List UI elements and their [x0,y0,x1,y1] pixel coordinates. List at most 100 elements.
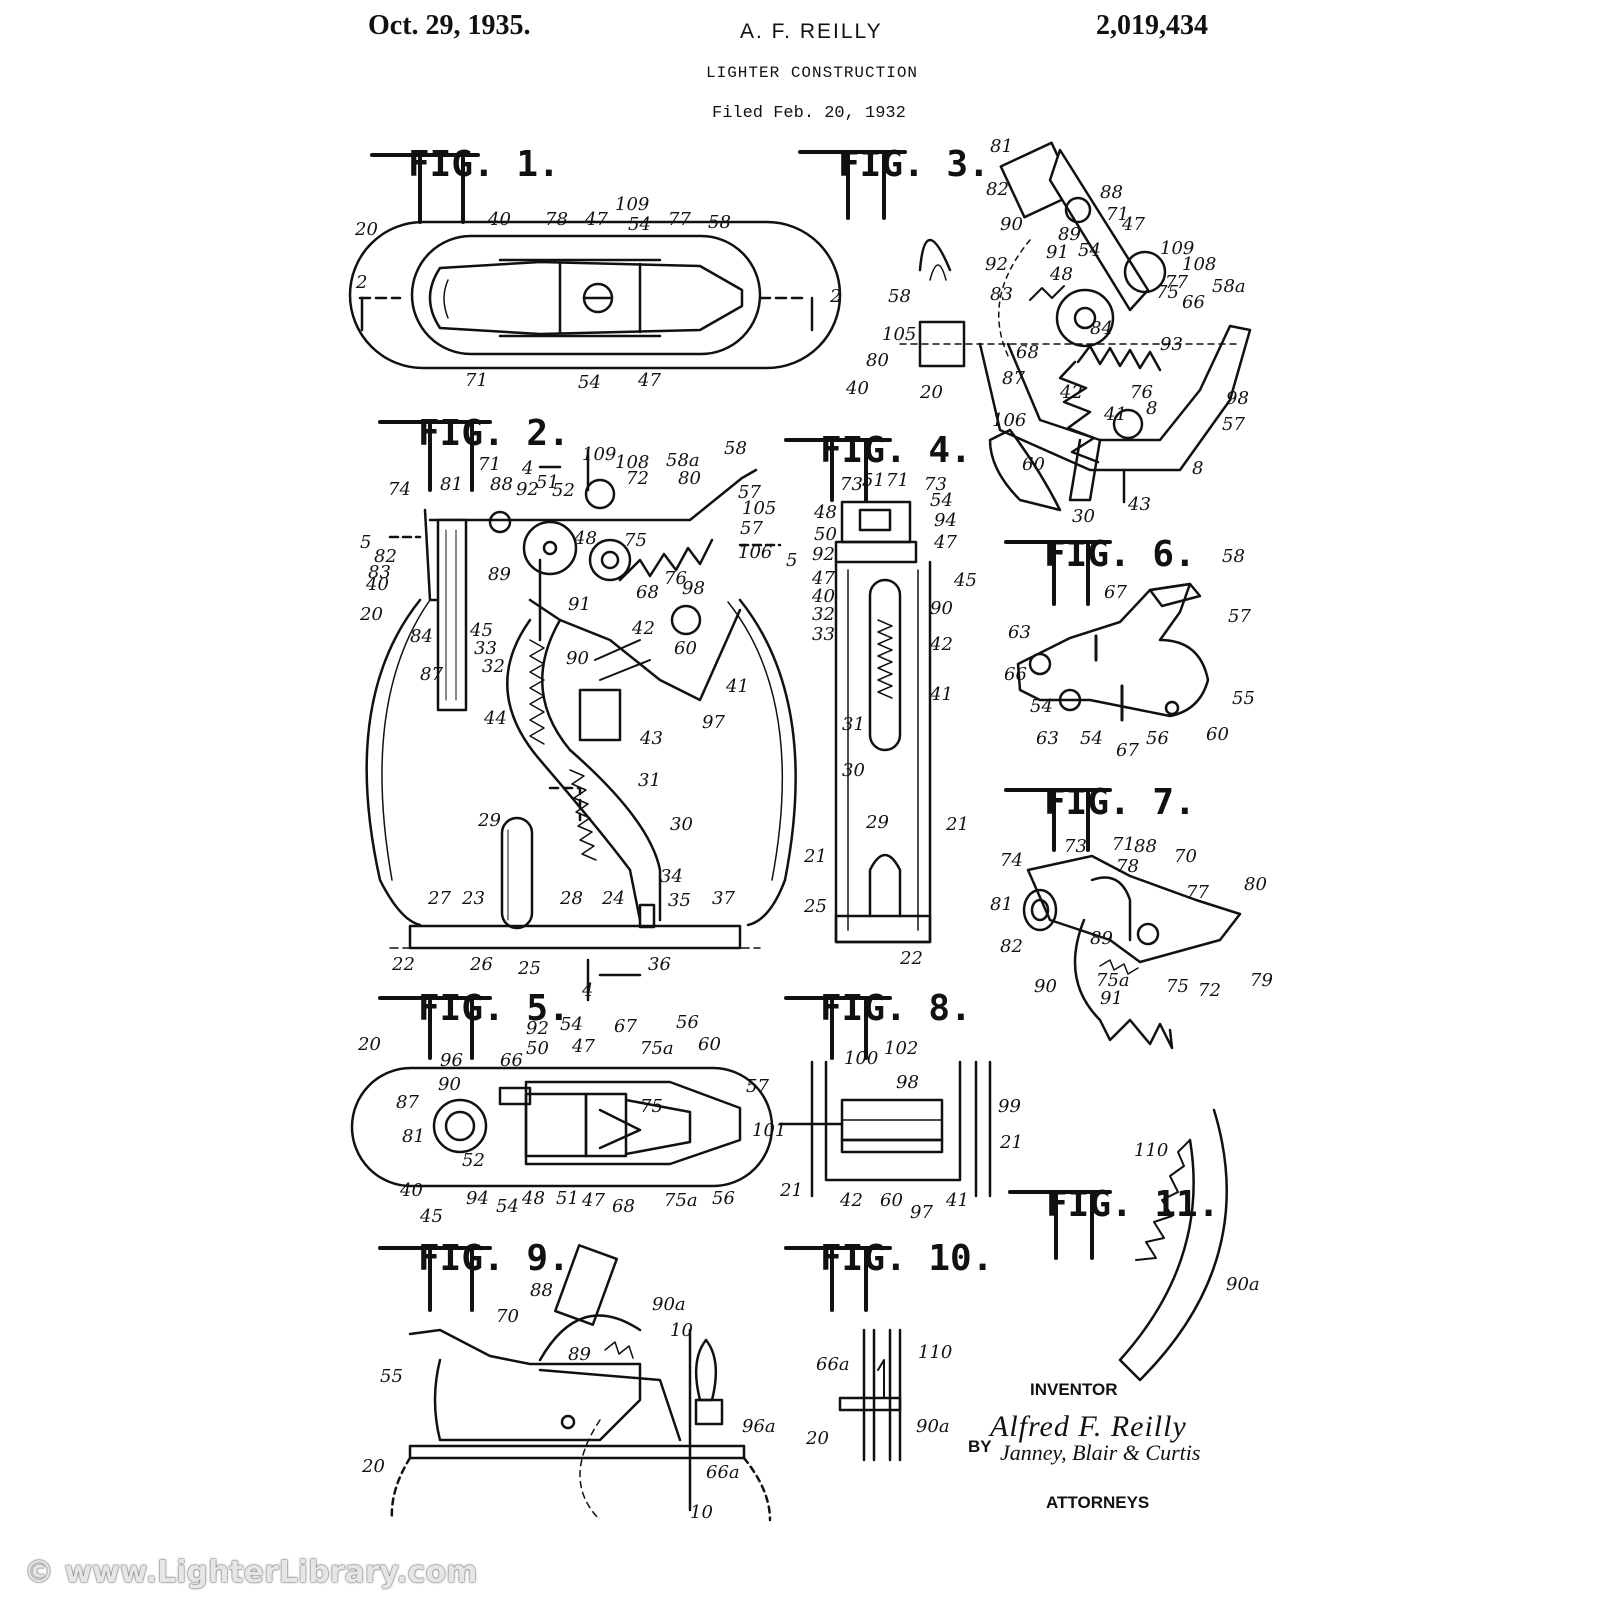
reference-numeral: 48 [573,528,597,549]
reference-numeral: 98 [896,1072,919,1093]
reference-numeral: 33 [474,638,497,659]
reference-numeral: 75 [1166,976,1189,997]
reference-numeral: 50 [814,524,837,545]
reference-numeral: 48 [521,1188,545,1209]
reference-numeral: 66a [816,1354,850,1375]
inventor-signature: Alfred F. Reilly [990,1410,1187,1443]
fig-7-refs: 73 71 88 70 74 78 77 80 81 82 89 75 72 7… [990,834,1273,1009]
reference-numeral: 58a [1212,276,1246,297]
fig-6: FIG. 6. 58 67 57 63 66 55 54 63 54 67 56… [1004,534,1255,761]
reference-numeral: 20 [359,604,383,625]
reference-numeral: 52 [552,480,575,501]
reference-numeral: 77 [1165,272,1188,293]
reference-numeral: 74 [1000,850,1023,871]
reference-numeral: 54 [496,1196,519,1217]
reference-numeral: 25 [517,958,541,979]
reference-numeral: 88 [1100,182,1123,203]
fig-4-flint [868,853,902,918]
reference-numeral: 105 [882,324,916,345]
reference-numeral: 88 [1134,836,1157,857]
fig-9: FIG. 9. 88 70 90a 89 10 55 96a 20 66a 10 [361,1238,776,1523]
reference-numeral: 72 [1198,980,1221,1001]
reference-numeral: 29 [477,810,501,831]
reference-numeral: 57 [738,482,761,503]
reference-numeral: 42 [839,1190,863,1211]
fig-5-refs: 20 96 66 92 54 50 47 67 75a 56 60 57 90 … [357,1012,786,1227]
reference-numeral: 90a [652,1294,686,1315]
fig-4-body [834,560,932,944]
fig-4-label: FIG. 4. [820,430,972,471]
fig-1-body-outline [348,220,842,370]
fig-5: FIG. 5. 20 96 66 92 54 50 47 67 75a 56 6… [350,988,786,1227]
reference-numeral: 97 [702,712,725,733]
reference-numeral: 80 [866,350,889,371]
reference-numeral: 71 [1112,834,1135,855]
reference-numeral: 40 [845,378,869,399]
reference-numeral: 60 [698,1034,721,1055]
reference-numeral: 70 [1174,846,1197,867]
reference-numeral: 88 [530,1280,553,1301]
fig-6-label: FIG. 6. [1044,534,1196,575]
reference-numeral: 60 [880,1190,903,1211]
fig-11: FIG. 11. 110 90a [1008,1108,1260,1382]
fig-9-base-plate [408,1444,746,1460]
patent-date: Oct. 29, 1935. [368,10,531,41]
reference-numeral: 5 [360,532,371,553]
reference-numeral: 81 [440,474,463,495]
reference-numeral: 63 [1036,728,1059,749]
reference-numeral: 92 [985,254,1008,275]
reference-numeral: 40 [365,574,389,595]
reference-numeral: 41 [1103,404,1127,425]
reference-numeral: 98 [1226,388,1249,409]
reference-numeral: 35 [668,890,691,911]
reference-numeral: 33 [812,624,835,645]
fig-2-shell-right [738,598,797,927]
reference-numeral: 77 [1186,882,1209,903]
reference-numeral: 43 [1127,494,1151,515]
reference-numeral: 47 [571,1036,595,1057]
fig-6-lever-assembly [1016,582,1210,718]
reference-numeral: 40 [811,586,835,607]
reference-numeral: 56 [1146,728,1169,749]
reference-numeral: 54 [1030,696,1053,717]
fig-2: FIG. 2. 74 81 [359,413,797,1002]
reference-numeral: 94 [934,510,957,531]
reference-numeral: 91 [568,594,591,615]
reference-numeral: 109 [615,194,649,215]
reference-numeral: 20 [919,382,943,403]
reference-numeral: 34 [660,866,683,887]
fig-4-tube [868,578,902,752]
reference-numeral: 56 [676,1012,699,1033]
reference-numeral: 36 [648,954,671,975]
reference-numeral: 81 [990,894,1013,915]
reference-numeral: 37 [712,888,735,909]
fig-2-pivot [588,538,632,582]
inventor-label: INVENTOR [1030,1380,1118,1399]
reference-numeral: 90 [930,598,953,619]
reference-numeral: 73 [840,474,863,495]
reference-numeral: 84 [410,626,433,647]
reference-numeral: 77 [668,209,691,230]
reference-numeral: 92 [812,544,835,565]
reference-numeral: 57 [740,518,763,539]
reference-numeral: 40 [399,1180,423,1201]
reference-numeral: 42 [631,618,655,639]
reference-numeral: 30 [1072,506,1095,527]
reference-numeral: 87 [396,1092,419,1113]
reference-numeral: 67 [614,1016,637,1037]
reference-numeral: 21 [803,846,827,867]
reference-numeral: 80 [1244,874,1267,895]
reference-numeral: 90a [1226,1274,1260,1295]
reference-numeral: 68 [1016,342,1039,363]
reference-numeral: 109 [582,444,616,465]
reference-numeral: 31 [638,770,661,791]
reference-numeral: 47 [811,568,835,589]
reference-numeral: 89 [1058,224,1081,245]
reference-numeral: 84 [1090,318,1113,339]
reference-numeral: 82 [374,546,397,567]
reference-numeral: 54 [560,1014,583,1035]
reference-numeral: 90a [916,1416,950,1437]
fig-2-wheel [522,520,578,576]
reference-numeral: 75 [1156,282,1179,303]
